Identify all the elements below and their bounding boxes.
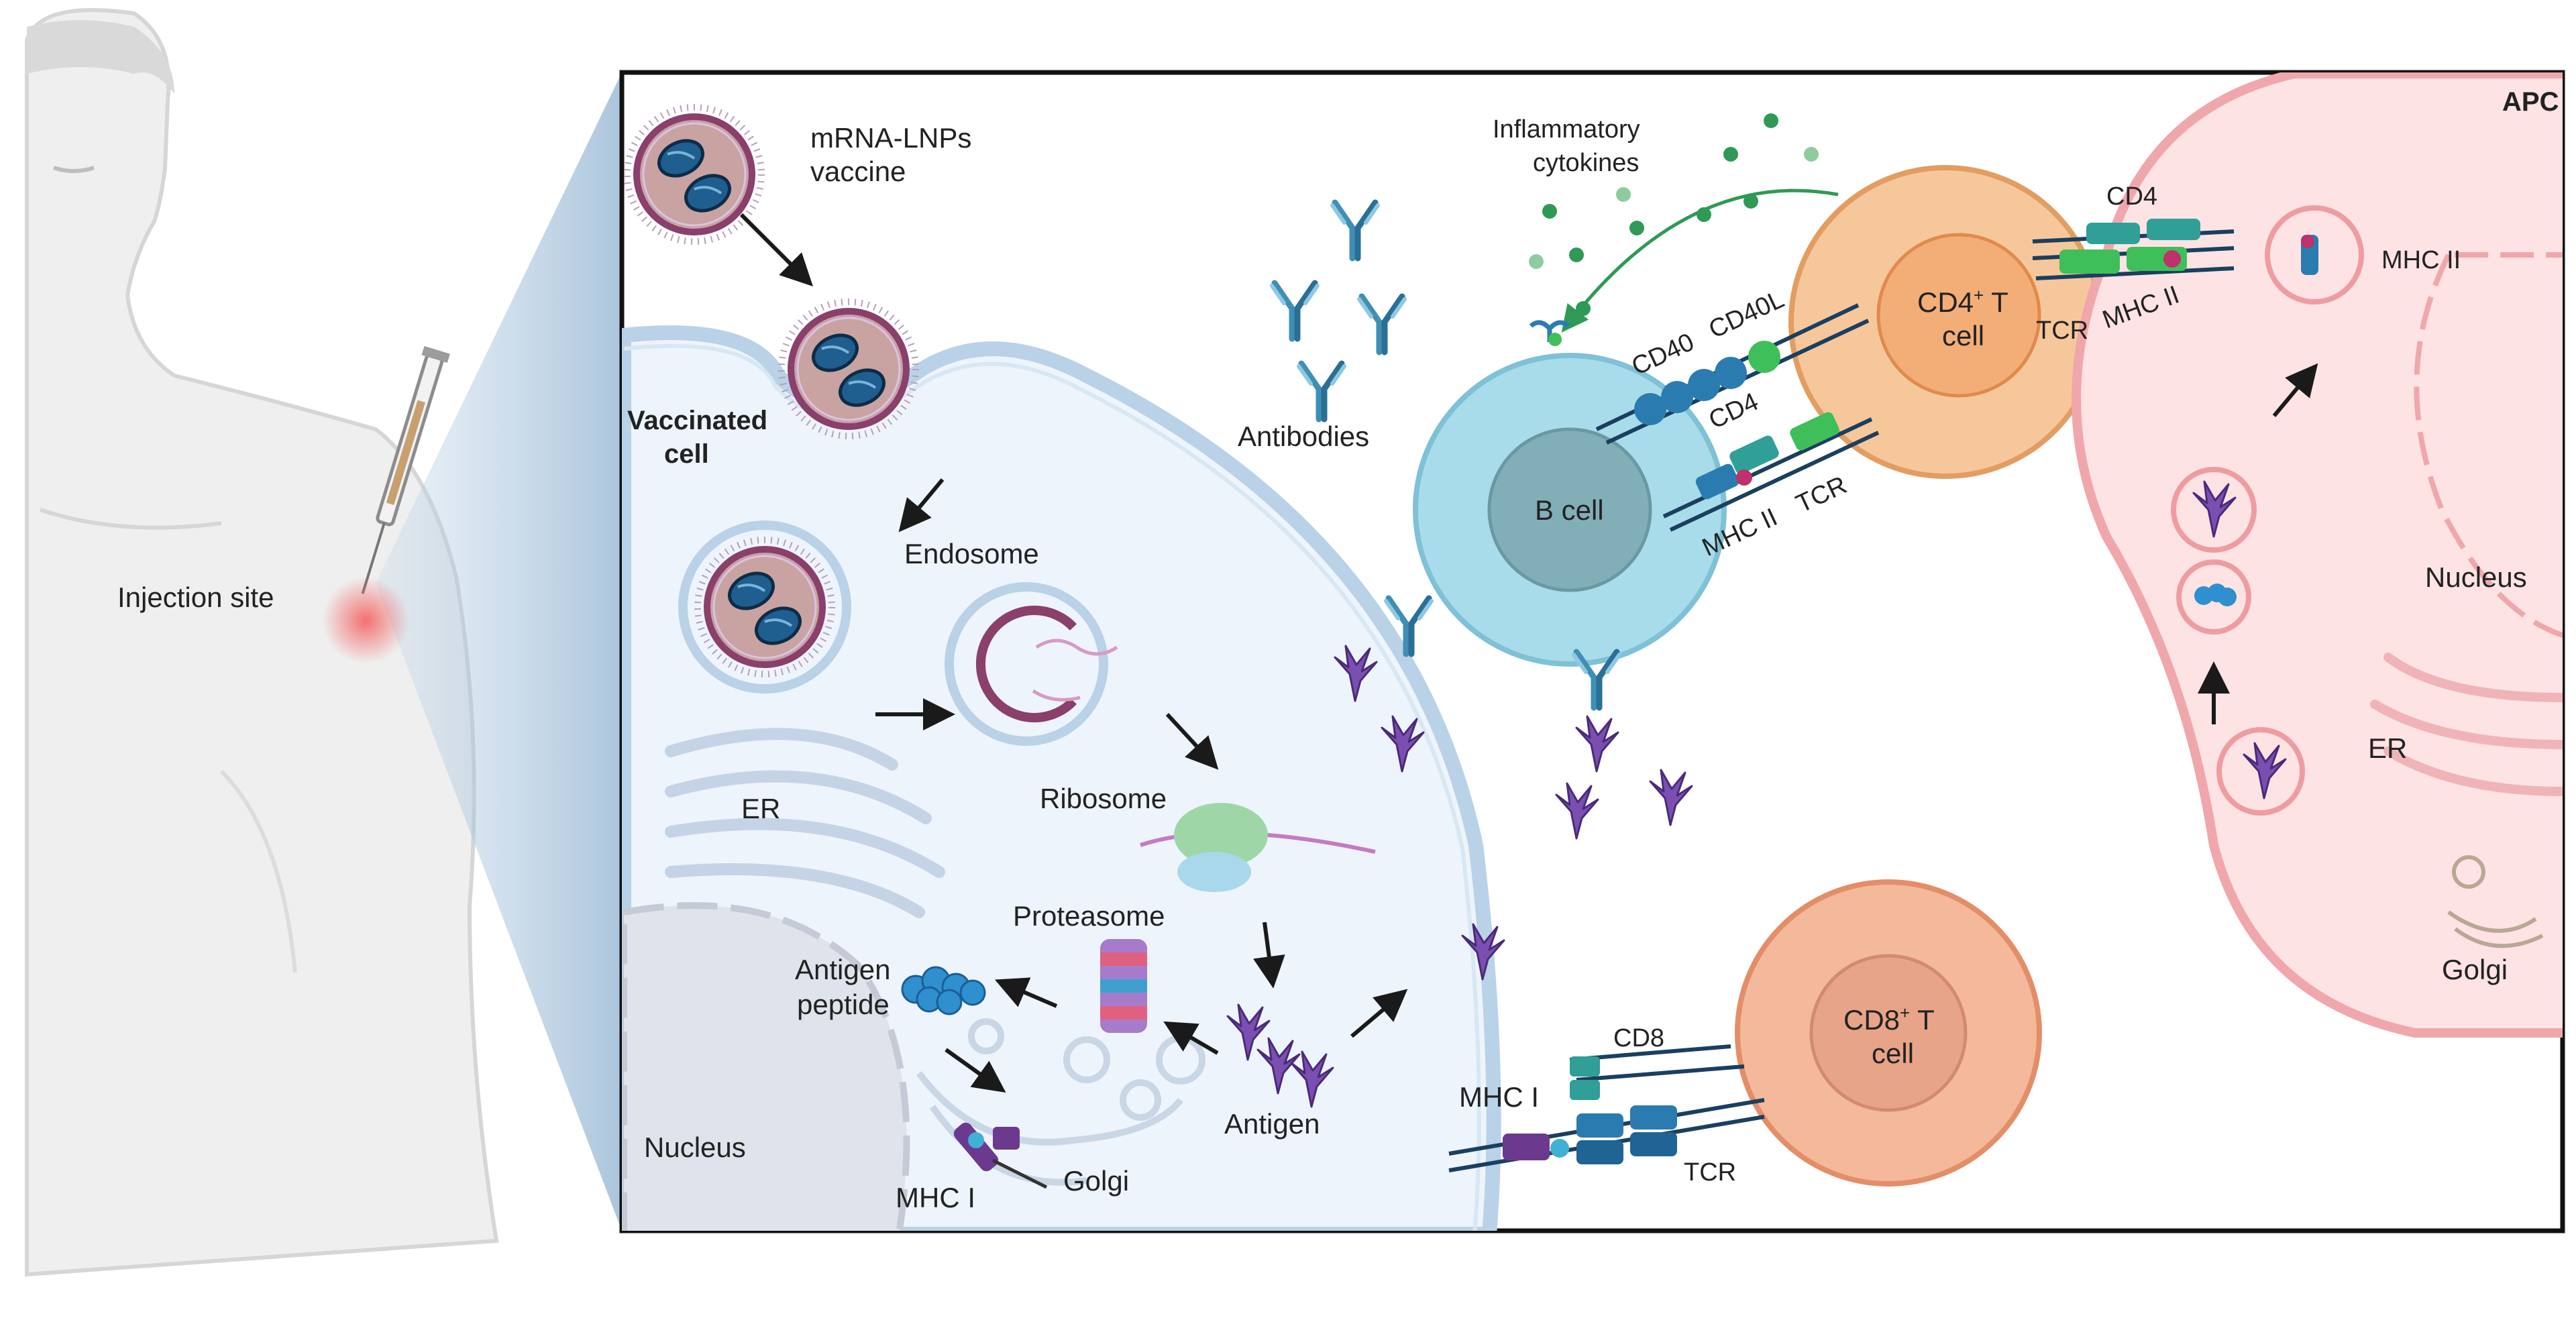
proteasome-icon bbox=[1100, 939, 1147, 1033]
cd4-apc-label: CD4 bbox=[2106, 182, 2157, 211]
golgi-right-label: Golgi bbox=[2442, 954, 2508, 985]
cd4-mhc2-tcr-bt bbox=[1662, 412, 1880, 532]
antigen-peptide-label: peptide bbox=[797, 989, 890, 1020]
b-cell-label: B cell bbox=[1535, 494, 1604, 526]
syringe-icon bbox=[361, 345, 450, 594]
cd4-tcr-mhc2-apc bbox=[2032, 219, 2235, 280]
cytokine-arrow bbox=[1561, 188, 1839, 333]
antigen-peptide-icon bbox=[901, 966, 986, 1015]
antigen-label: Antigen bbox=[1224, 1108, 1320, 1140]
mhc2-vesicle-label: MHC II bbox=[2381, 246, 2461, 274]
proteasome-label: Proteasome bbox=[1013, 900, 1165, 932]
antibodies-label: Antibodies bbox=[1238, 421, 1369, 452]
mhc1-golgi-icon bbox=[953, 1122, 1048, 1189]
inflammatory-cytokines-label: cytokines bbox=[1533, 149, 1639, 177]
injection-site-marker bbox=[322, 577, 409, 664]
er-left-label: ER bbox=[741, 793, 780, 824]
injection-site-label: Injection site bbox=[117, 582, 274, 613]
tcr-apc-label: TCR bbox=[2036, 317, 2088, 345]
er-right-label: ER bbox=[2368, 732, 2407, 764]
cd8-t-cell bbox=[1735, 879, 2042, 1187]
nucleus-left-label: Nucleus bbox=[644, 1132, 746, 1163]
zoom-beam bbox=[376, 72, 622, 1231]
endosome-label: Endosome bbox=[904, 538, 1039, 569]
vaccine-label: vaccine bbox=[810, 156, 906, 187]
cd8-label: CD8 bbox=[1613, 1024, 1664, 1052]
mhc1-left-label: MHC I bbox=[896, 1182, 975, 1213]
apc-vesicles bbox=[2171, 205, 2364, 816]
mhc1-right-label: MHC I bbox=[1459, 1081, 1539, 1113]
cd4-t-cell-label: cell bbox=[1942, 320, 1984, 351]
endosome-escape-vesicle bbox=[945, 582, 1118, 746]
human-figure bbox=[25, 8, 499, 1277]
nucleus-right-label: Nucleus bbox=[2425, 561, 2527, 593]
ribosome-label: Ribosome bbox=[1040, 783, 1167, 814]
golgi-right bbox=[2447, 855, 2544, 948]
tcr-cd8-label: TCR bbox=[1684, 1158, 1736, 1187]
cd40-cd40l-receptor bbox=[1595, 303, 1870, 445]
endosome-vesicle bbox=[678, 520, 851, 694]
ribosome-icon bbox=[1140, 803, 1376, 892]
inflammatory-cytokines-label: Inflammatory bbox=[1493, 115, 1640, 144]
vaccine-label: mRNA-LNPs bbox=[810, 122, 971, 154]
cd8-mhc1-tcr bbox=[1448, 1044, 1765, 1172]
er-left bbox=[665, 728, 945, 918]
antigen-peptide-label: Antigen bbox=[795, 954, 890, 985]
nucleus-left bbox=[622, 902, 910, 1231]
cd4-t-cell bbox=[1788, 165, 2102, 479]
golgi-left-label: Golgi bbox=[1063, 1165, 1129, 1197]
cd4-t-cell-label: CD4+ T bbox=[1917, 285, 2008, 318]
er-right bbox=[2370, 653, 2563, 796]
cd8-t-cell-label: cell bbox=[1872, 1038, 1914, 1069]
apc-peptide-icon bbox=[2194, 584, 2237, 606]
cd8-t-cell-label: CD8+ T bbox=[1843, 1003, 1935, 1036]
vaccinated-cell-label: Vaccinated bbox=[627, 406, 767, 435]
apc-nucleus bbox=[2414, 252, 2563, 639]
b-cell bbox=[1413, 320, 1727, 667]
golgi-left bbox=[916, 1018, 1205, 1186]
flow-arrows bbox=[739, 213, 2318, 1093]
vaccinated-cell-label: cell bbox=[664, 439, 709, 469]
apc-label: APC bbox=[2502, 87, 2559, 117]
apc-cell bbox=[2072, 72, 2563, 1038]
